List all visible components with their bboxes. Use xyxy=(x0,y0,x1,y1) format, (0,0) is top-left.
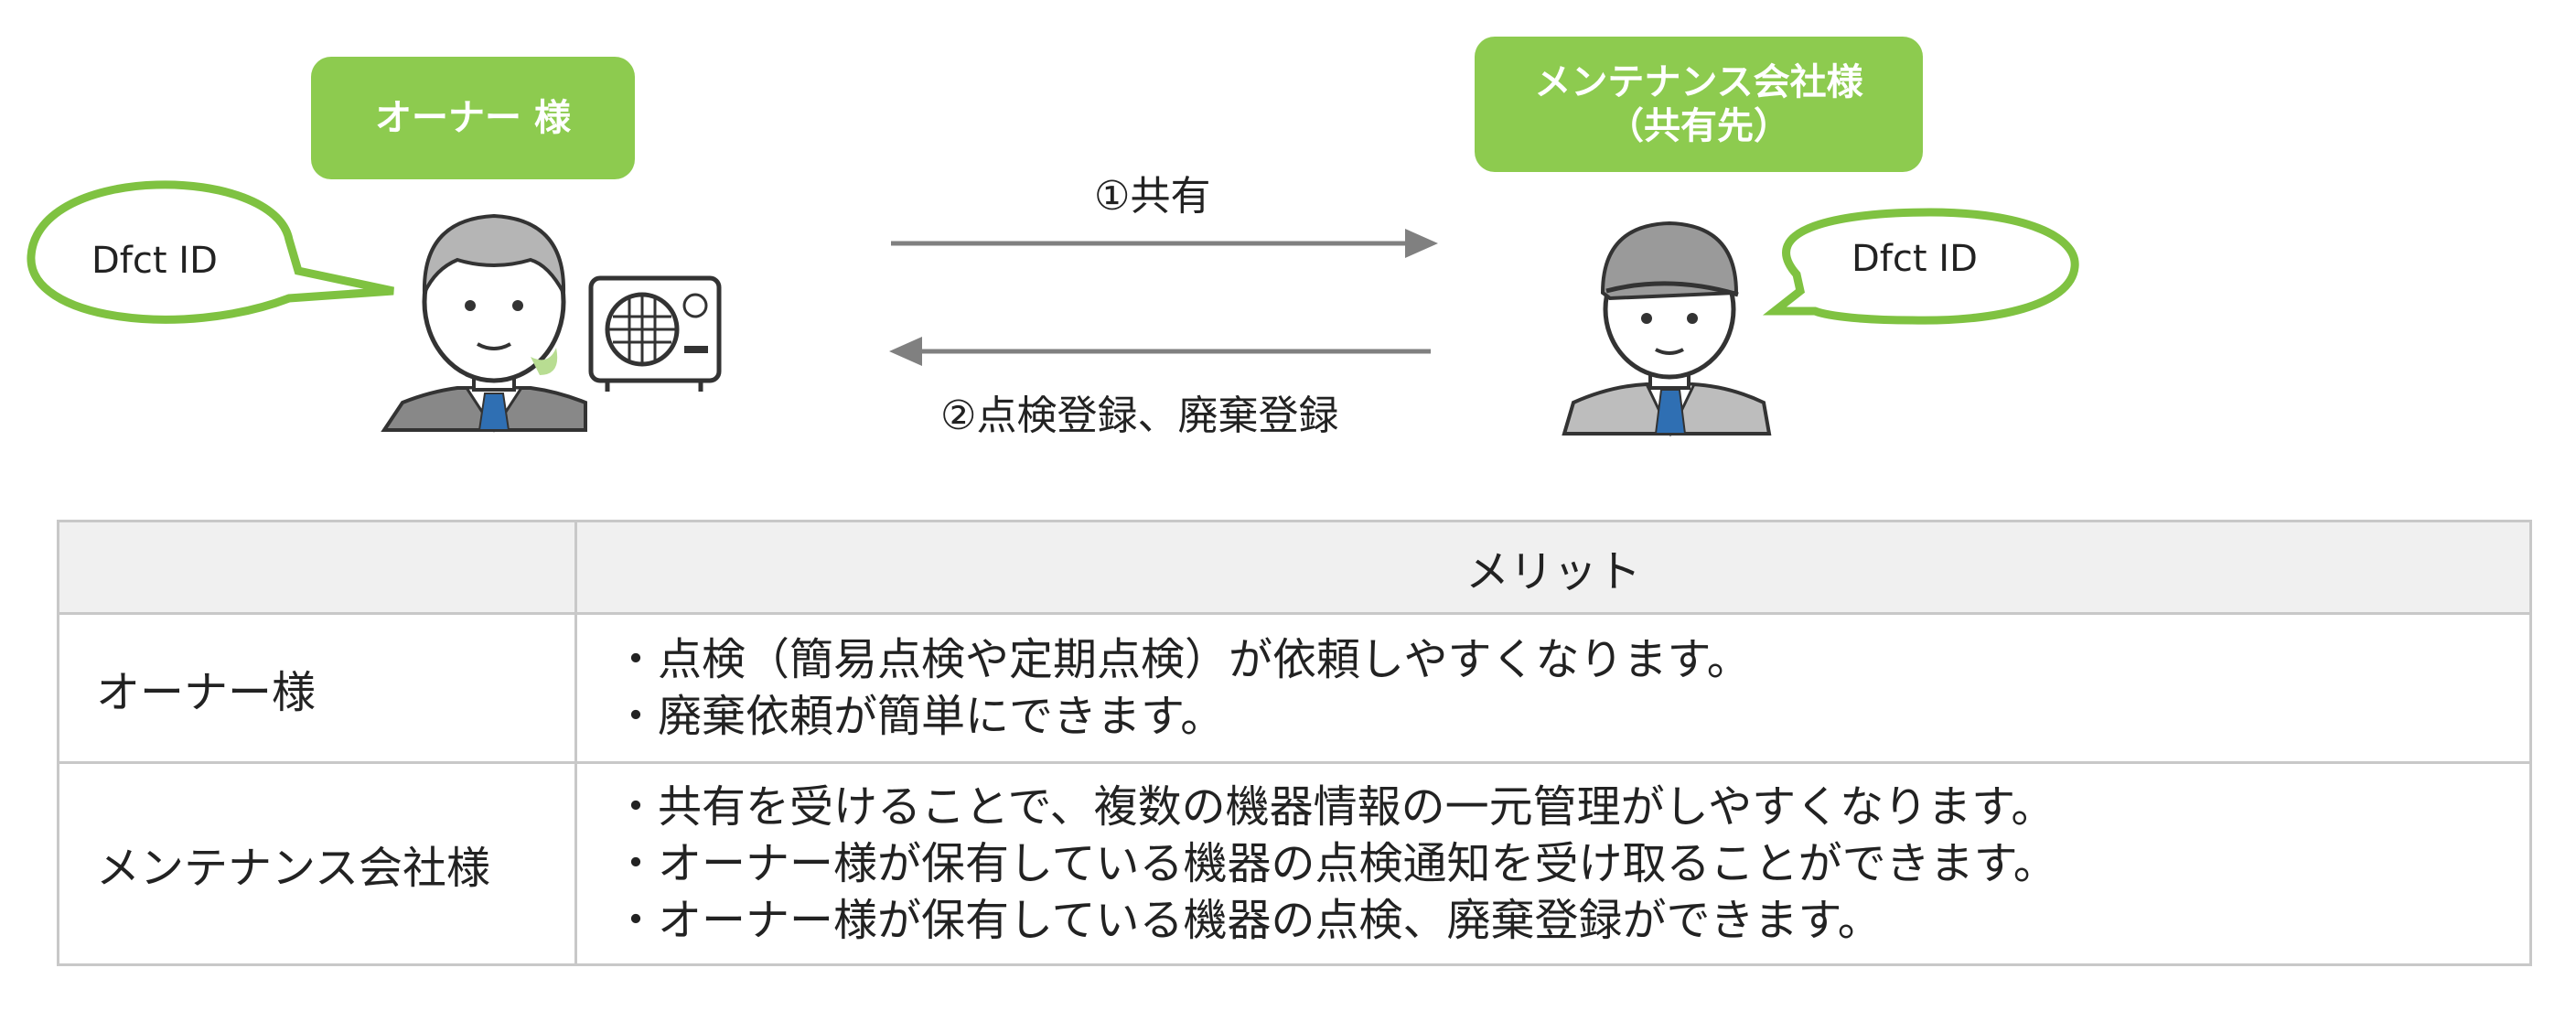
maintenance-badge-line2: （共有先） xyxy=(1607,105,1790,147)
share-arrow-label: ①共有 xyxy=(1094,173,1211,220)
merit-table-header-row: メリット xyxy=(57,520,2532,615)
sharing-diagram: オーナー 様 メンテナンス会社様 （共有先） xyxy=(0,0,2576,448)
merit-item: ・オーナー様が保有している機器の点検、廃棄登録ができます。 xyxy=(614,895,1882,946)
role-cell-maintenance: メンテナンス会社様 xyxy=(57,761,577,966)
owner-speech-bubble xyxy=(27,180,394,324)
table-row: オーナー様 ・点検（簡易点検や定期点検）が依頼しやすくなります。 ・廃棄依頼が簡… xyxy=(57,612,2532,764)
maintenance-badge-line1: メンテナンス会社様 xyxy=(1534,61,1863,103)
maintenance-person-icon xyxy=(1562,220,1772,437)
owner-person-icon xyxy=(381,213,587,433)
register-arrow-label: ②点検登録、廃棄登録 xyxy=(940,393,1339,439)
merit-table: メリット オーナー様 ・点検（簡易点検や定期点検）が依頼しやすくなります。 ・廃… xyxy=(57,520,2532,966)
merit-item: ・点検（簡易点検や定期点検）が依頼しやすくなります。 xyxy=(614,634,1751,685)
merit-table-header: メリット xyxy=(574,520,2532,615)
owner-badge: オーナー 様 xyxy=(311,57,635,179)
air-conditioner-icon xyxy=(588,275,722,392)
table-row: メンテナンス会社様 ・共有を受けることで、複数の機器情報の一元管理がしやすくなり… xyxy=(57,761,2532,966)
merit-item: ・オーナー様が保有している機器の点検通知を受け取ることができます。 xyxy=(614,838,2057,889)
merit-cell-maintenance: ・共有を受けることで、複数の機器情報の一元管理がしやすくなります。 ・オーナー様… xyxy=(574,761,2532,966)
merit-cell-owner: ・点検（簡易点検や定期点検）が依頼しやすくなります。 ・廃棄依頼が簡単にできます… xyxy=(574,612,2532,764)
owner-badge-label: オーナー 様 xyxy=(375,97,571,139)
register-arrow xyxy=(889,337,1431,366)
share-arrow xyxy=(891,229,1438,258)
owner-bubble-text: Dfct ID xyxy=(91,240,218,282)
merit-item: ・共有を受けることで、複数の機器情報の一元管理がしやすくなります。 xyxy=(614,781,2055,833)
merit-item: ・廃棄依頼が簡単にできます。 xyxy=(614,691,1225,742)
maintenance-badge: メンテナンス会社様 （共有先） xyxy=(1475,37,1923,172)
role-cell-owner: オーナー様 xyxy=(57,612,577,764)
maintenance-bubble-text: Dfct ID xyxy=(1852,238,1978,280)
maintenance-speech-bubble xyxy=(1762,208,2079,325)
diagram-graphics xyxy=(27,180,2079,437)
merit-table-corner-cell xyxy=(57,520,577,615)
